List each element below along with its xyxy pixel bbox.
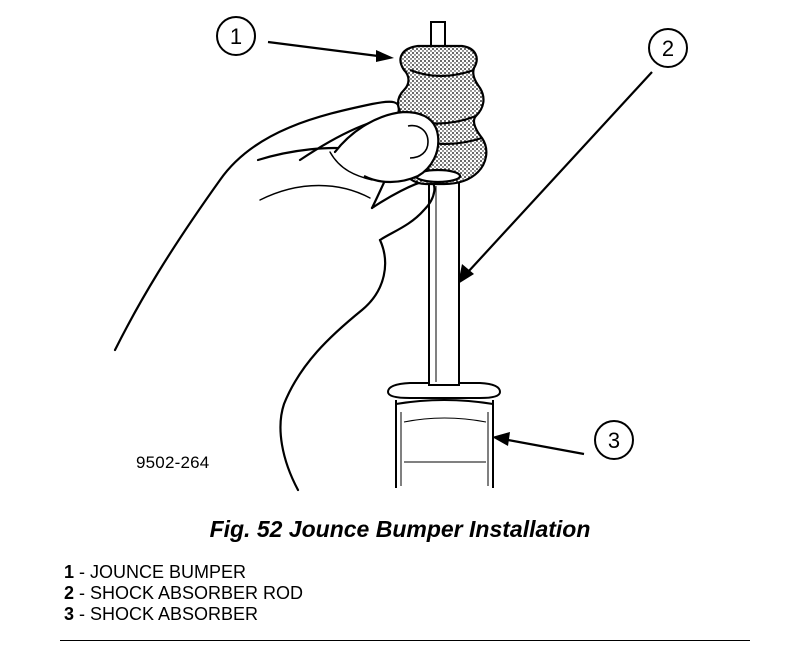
legend-item: 2 - SHOCK ABSORBER ROD: [64, 583, 303, 604]
legend-item-number: 2: [64, 583, 75, 603]
svg-text:2: 2: [662, 36, 674, 61]
thumb: [334, 110, 440, 184]
shock-absorber-rod: [428, 21, 460, 386]
legend-item-text: - SHOCK ABSORBER ROD: [74, 583, 304, 603]
callout-1: 1: [216, 16, 394, 62]
legend-item-number: 3: [64, 604, 75, 624]
svg-text:1: 1: [230, 24, 242, 49]
legend-list: 1 - JOUNCE BUMPER 2 - SHOCK ABSORBER ROD…: [64, 562, 303, 625]
legend-item-text: - JOUNCE BUMPER: [74, 562, 247, 582]
legend-item-number: 1: [64, 562, 75, 582]
callout-2: 2: [458, 28, 688, 284]
figure-id-label: 9502-264: [136, 453, 210, 472]
callout-3: 3: [492, 420, 634, 460]
bottom-divider: [60, 640, 750, 641]
svg-text:3: 3: [608, 428, 620, 453]
shock-absorber: [386, 382, 502, 488]
figure-caption: Fig. 52 Jounce Bumper Installation: [209, 516, 591, 542]
legend-item: 3 - SHOCK ABSORBER: [64, 604, 303, 625]
jounce-bumper-diagram: 1 2 3: [113, 16, 688, 492]
legend-item-text: - SHOCK ABSORBER: [74, 604, 259, 624]
legend-item: 1 - JOUNCE BUMPER: [64, 562, 303, 583]
